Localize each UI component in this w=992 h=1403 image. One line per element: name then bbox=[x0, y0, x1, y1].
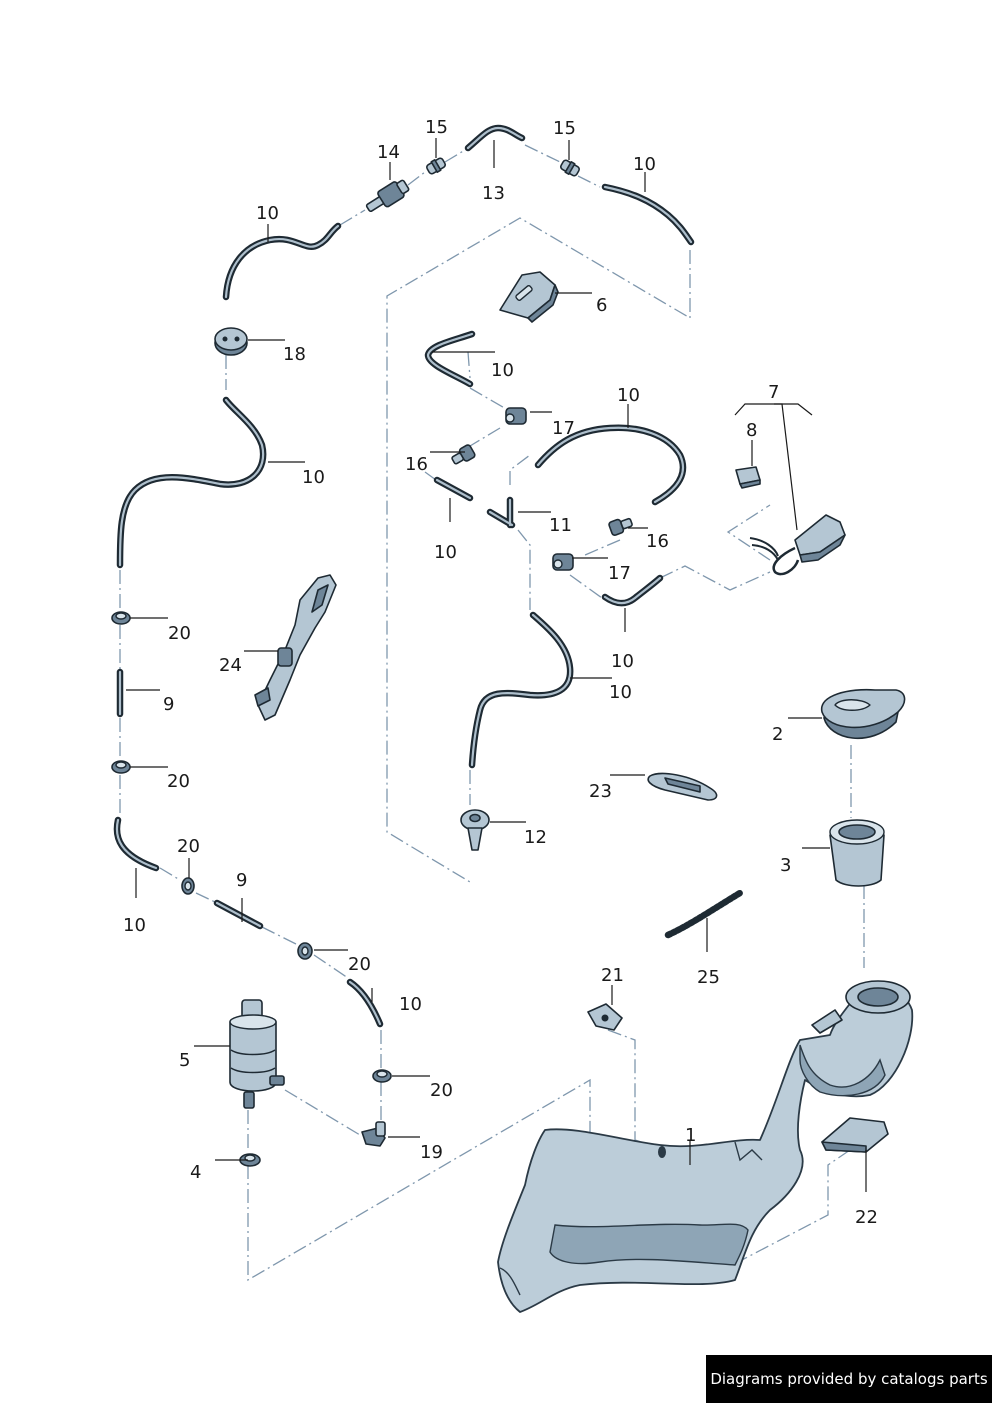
grommet-18 bbox=[214, 327, 248, 356]
callout-20-c: 20 bbox=[177, 836, 200, 857]
callout-10-i: 10 bbox=[123, 915, 146, 936]
callout-23: 23 bbox=[589, 781, 612, 802]
callout-10-c: 10 bbox=[491, 360, 514, 381]
reservoir-tank-1 bbox=[497, 980, 914, 1313]
callout-22: 22 bbox=[855, 1207, 878, 1228]
credit-text: Diagrams provided by catalogs parts bbox=[710, 1370, 988, 1388]
callout-17-b: 17 bbox=[608, 563, 631, 584]
callout-2: 2 bbox=[772, 724, 783, 745]
clip-20-e bbox=[372, 1069, 392, 1083]
valve-17-b bbox=[552, 553, 574, 571]
callout-10-e: 10 bbox=[617, 385, 640, 406]
callout-17-a: 17 bbox=[552, 418, 575, 439]
callout-10-f: 10 bbox=[434, 542, 457, 563]
connector-16-b bbox=[608, 517, 633, 536]
cover-23 bbox=[647, 772, 718, 801]
pad-22 bbox=[821, 1117, 889, 1153]
callout-20-d: 20 bbox=[348, 954, 371, 975]
hoses bbox=[113, 124, 744, 1028]
leader-lines bbox=[126, 138, 867, 1192]
callout-13: 13 bbox=[482, 183, 505, 204]
callout-5: 5 bbox=[179, 1050, 190, 1071]
callout-16-a: 16 bbox=[405, 454, 428, 475]
neck-3 bbox=[829, 819, 885, 887]
callout-20-b: 20 bbox=[167, 771, 190, 792]
bracket-24 bbox=[254, 574, 337, 721]
assembly-lines bbox=[119, 144, 865, 1282]
callout-20-a: 20 bbox=[168, 623, 191, 644]
callout-10-h: 10 bbox=[609, 682, 632, 703]
callout-10-b: 10 bbox=[633, 154, 656, 175]
callout-21: 21 bbox=[601, 965, 624, 986]
clip-20-a bbox=[111, 611, 131, 625]
callout-24: 24 bbox=[219, 655, 242, 676]
callout-4: 4 bbox=[190, 1162, 201, 1183]
plug-8 bbox=[735, 466, 761, 489]
nozzle-15-left bbox=[426, 157, 446, 175]
connector-16-a bbox=[451, 444, 476, 465]
callout-18: 18 bbox=[283, 344, 306, 365]
callout-6: 6 bbox=[596, 295, 607, 316]
nozzle-6 bbox=[499, 271, 559, 323]
callout-20-e: 20 bbox=[430, 1080, 453, 1101]
cap-2 bbox=[821, 688, 906, 740]
clip-20-d bbox=[297, 942, 313, 960]
callout-15-b: 15 bbox=[553, 118, 576, 139]
callout-10-g: 10 bbox=[611, 651, 634, 672]
clip-21 bbox=[587, 1003, 623, 1031]
callout-16-b: 16 bbox=[646, 531, 669, 552]
pump-5 bbox=[229, 999, 285, 1109]
callout-8: 8 bbox=[746, 420, 757, 441]
callout-19: 19 bbox=[420, 1142, 443, 1163]
callout-10-a: 10 bbox=[256, 203, 279, 224]
nozzle-15-right bbox=[560, 159, 580, 177]
callout-labels: 1 2 3 4 5 6 7 8 9 9 10 10 10 10 10 10 10… bbox=[123, 117, 878, 1228]
callout-15-a: 15 bbox=[425, 117, 448, 138]
callout-10-j: 10 bbox=[399, 994, 422, 1015]
clip-20-b bbox=[111, 760, 131, 774]
credit-banner: Diagrams provided by catalogs parts bbox=[706, 1355, 992, 1403]
callout-14: 14 bbox=[377, 142, 400, 163]
connector-14 bbox=[365, 179, 410, 213]
small-parts bbox=[111, 157, 906, 1167]
callout-3: 3 bbox=[780, 855, 791, 876]
clip-20-c bbox=[181, 877, 195, 895]
callout-9-b: 9 bbox=[236, 870, 247, 891]
callout-10-d: 10 bbox=[302, 467, 325, 488]
callout-9-a: 9 bbox=[163, 694, 174, 715]
nozzle-12 bbox=[460, 809, 490, 851]
callout-25: 25 bbox=[697, 967, 720, 988]
callout-7: 7 bbox=[768, 382, 779, 403]
callout-11: 11 bbox=[549, 515, 572, 536]
callout-12: 12 bbox=[524, 827, 547, 848]
nozzle-7 bbox=[749, 514, 846, 576]
elbow-19 bbox=[361, 1121, 386, 1147]
callout-1: 1 bbox=[685, 1125, 696, 1146]
valve-17-a bbox=[505, 407, 527, 425]
